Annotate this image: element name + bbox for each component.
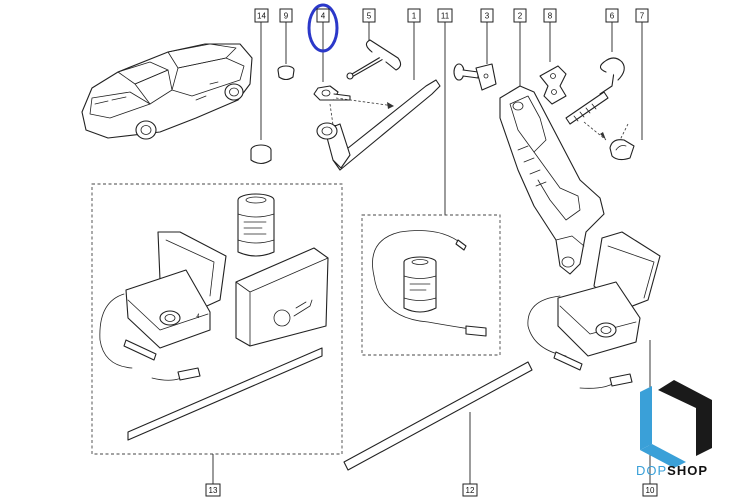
part-1-wheel-brace bbox=[316, 22, 441, 171]
storage-bag bbox=[235, 247, 329, 347]
svg-text:4: 4 bbox=[321, 12, 326, 21]
callout-10[interactable]: 10 bbox=[642, 483, 658, 497]
svg-text:3: 3 bbox=[485, 12, 490, 21]
brand-name-part2: SHOP bbox=[667, 463, 709, 478]
callout-9[interactable]: 9 bbox=[279, 8, 293, 23]
callout-4[interactable]: 4 bbox=[316, 8, 330, 23]
strip-13 bbox=[127, 347, 323, 441]
svg-text:14: 14 bbox=[257, 12, 266, 21]
callout-11[interactable]: 11 bbox=[437, 8, 453, 23]
brand-name: DOPSHOP bbox=[636, 463, 708, 478]
part-8-bracket bbox=[539, 22, 567, 105]
svg-text:10: 10 bbox=[646, 486, 655, 495]
part-7-clip bbox=[609, 22, 643, 161]
callout-6[interactable]: 6 bbox=[605, 8, 619, 23]
svg-text:7: 7 bbox=[640, 12, 645, 21]
part-4-wing-bolt bbox=[313, 22, 395, 133]
highlight-circle bbox=[307, 3, 339, 53]
part-5-handle bbox=[346, 22, 402, 80]
brand-name-part1: DOP bbox=[636, 463, 668, 478]
callout-5[interactable]: 5 bbox=[362, 8, 376, 23]
callout-2[interactable]: 2 bbox=[513, 8, 527, 23]
svg-text:9: 9 bbox=[284, 12, 289, 21]
svg-text:5: 5 bbox=[367, 12, 372, 21]
svg-text:13: 13 bbox=[209, 486, 218, 495]
sealant-bottle-11 bbox=[403, 256, 437, 313]
part-6-hook-bolt bbox=[565, 22, 625, 141]
part-12-strip bbox=[343, 361, 533, 484]
part-9-plug bbox=[277, 22, 295, 81]
callout-labels: 14 9 4 5 1 11 3 2 bbox=[205, 8, 658, 497]
dopshop-logo-icon bbox=[640, 380, 712, 468]
part-3-bracket-bolt bbox=[453, 22, 497, 91]
part-2-jack bbox=[499, 22, 605, 275]
svg-text:12: 12 bbox=[466, 486, 475, 495]
svg-text:11: 11 bbox=[441, 12, 450, 21]
compressor-13: 4 bbox=[99, 231, 227, 381]
svg-text:1: 1 bbox=[412, 12, 417, 21]
kit-13-group: 4 bbox=[91, 183, 343, 484]
part-10-compressor bbox=[527, 231, 661, 484]
part-14-cap bbox=[250, 22, 272, 165]
callout-7[interactable]: 7 bbox=[635, 8, 649, 23]
svg-text:8: 8 bbox=[548, 12, 553, 21]
callout-14[interactable]: 14 bbox=[254, 8, 269, 23]
callout-8[interactable]: 8 bbox=[543, 8, 557, 23]
callout-3[interactable]: 3 bbox=[480, 8, 494, 23]
sealant-bottle bbox=[237, 193, 275, 257]
callout-1[interactable]: 1 bbox=[407, 8, 421, 23]
kit-11-group bbox=[361, 214, 501, 356]
svg-text:6: 6 bbox=[610, 12, 615, 21]
svg-text:2: 2 bbox=[518, 12, 523, 21]
svg-text:4: 4 bbox=[196, 314, 200, 320]
car-illustration bbox=[81, 43, 253, 140]
callout-13[interactable]: 13 bbox=[205, 483, 221, 497]
callout-12[interactable]: 12 bbox=[462, 483, 478, 497]
